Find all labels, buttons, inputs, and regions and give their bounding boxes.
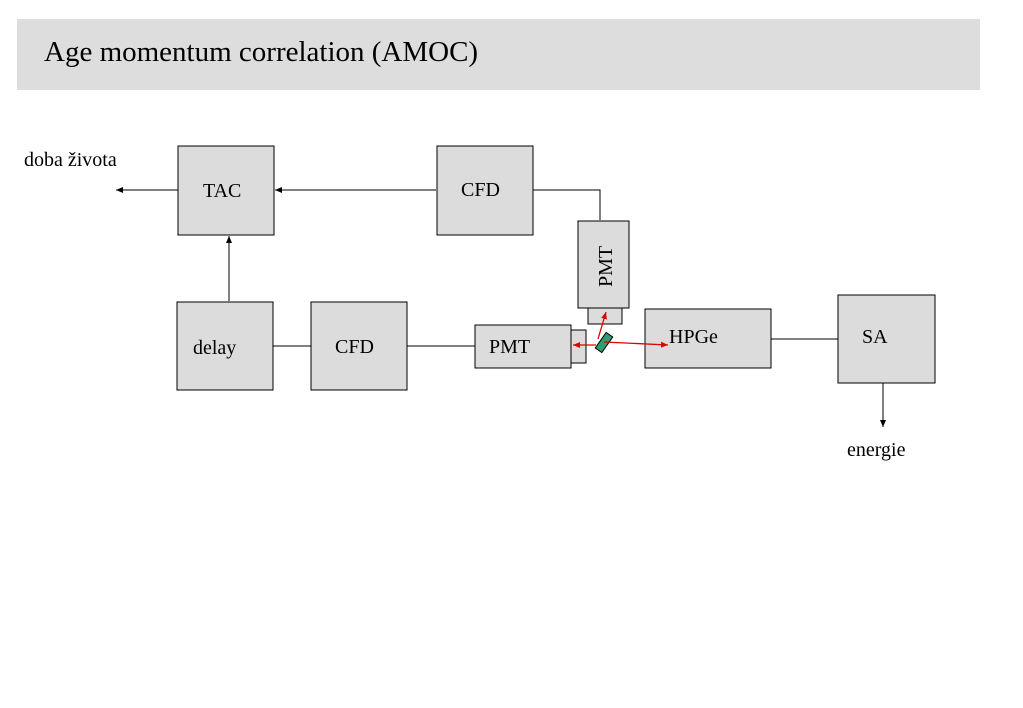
delay-box (176, 301, 274, 391)
tac-box (177, 145, 275, 236)
gamma-to-vertical-pmt-arrow (597, 311, 607, 340)
hpge-box (644, 308, 772, 369)
pmt-vertical-box (577, 220, 630, 309)
pmt-to-cfd-line (533, 189, 601, 220)
cfd-top-label: CFD (461, 179, 500, 201)
hpge-label: HPGe (669, 326, 718, 348)
gamma-to-hpge-arrow (603, 341, 669, 348)
cfd-bottom-label: CFD (335, 336, 374, 358)
pmt-horizontal-label: PMT (489, 336, 530, 358)
cfd-top-box (436, 145, 534, 236)
pmt-vertical-label: PMT (595, 246, 617, 287)
sa-box (837, 294, 936, 384)
lifetime-output-label: doba života (24, 149, 117, 171)
sa-label: SA (862, 326, 888, 348)
pmt-horizontal-box (474, 324, 572, 369)
energy-output-label: energie (847, 439, 906, 461)
tac-label: TAC (203, 180, 241, 202)
delay-label: delay (193, 337, 236, 359)
page-title: Age momentum correlation (AMOC) (44, 36, 479, 68)
title-bar (17, 19, 980, 90)
pmt-horizontal-window (570, 329, 587, 364)
cfd-bottom-box (310, 301, 408, 391)
